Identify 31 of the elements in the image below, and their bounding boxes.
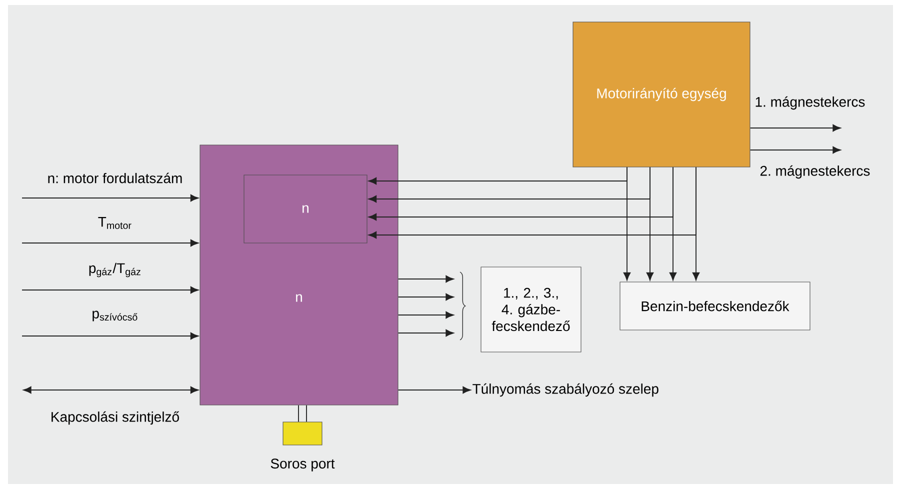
arrow [22, 286, 199, 294]
control-unit-box: Motorirányító egység [572, 22, 750, 168]
double-connector [298, 404, 307, 422]
inner-box: n [244, 174, 368, 244]
arrow [669, 166, 677, 280]
arrow [692, 166, 700, 280]
arrow [398, 386, 471, 394]
arrow [398, 311, 454, 319]
arrow [22, 239, 199, 247]
port-box [282, 422, 322, 446]
output-label: Túlnyomás szabályozó szelep [472, 383, 658, 397]
arrow [750, 146, 841, 154]
edge-label: n: motor fordulatszám [48, 172, 182, 184]
port-label: Soros port [270, 458, 335, 472]
arrow [398, 293, 454, 301]
edge-label: 2. mágnestekercs [760, 165, 870, 179]
arrow [398, 275, 454, 283]
arrow [623, 166, 631, 280]
edge-label: 1. mágnestekercs [756, 96, 865, 110]
injector-box: Benzin-befecskendezők [620, 282, 810, 330]
edge-label: p$_{szívócső}$ [92, 310, 138, 322]
arrow [750, 124, 841, 132]
injector-box: 1., 2., 3., 4. gázbe-fecskendező [480, 266, 582, 352]
edge-label: Kapcsolási szintjelző [52, 411, 179, 425]
arrow [22, 194, 199, 202]
arrow [22, 332, 199, 340]
arrow [23, 386, 199, 394]
arrow [398, 329, 454, 337]
edge-label: T$_{motor}$ [98, 217, 132, 229]
arrow [646, 166, 654, 280]
edge-label: p$_{gáz}$/T$_{gáz}$ [89, 262, 140, 278]
